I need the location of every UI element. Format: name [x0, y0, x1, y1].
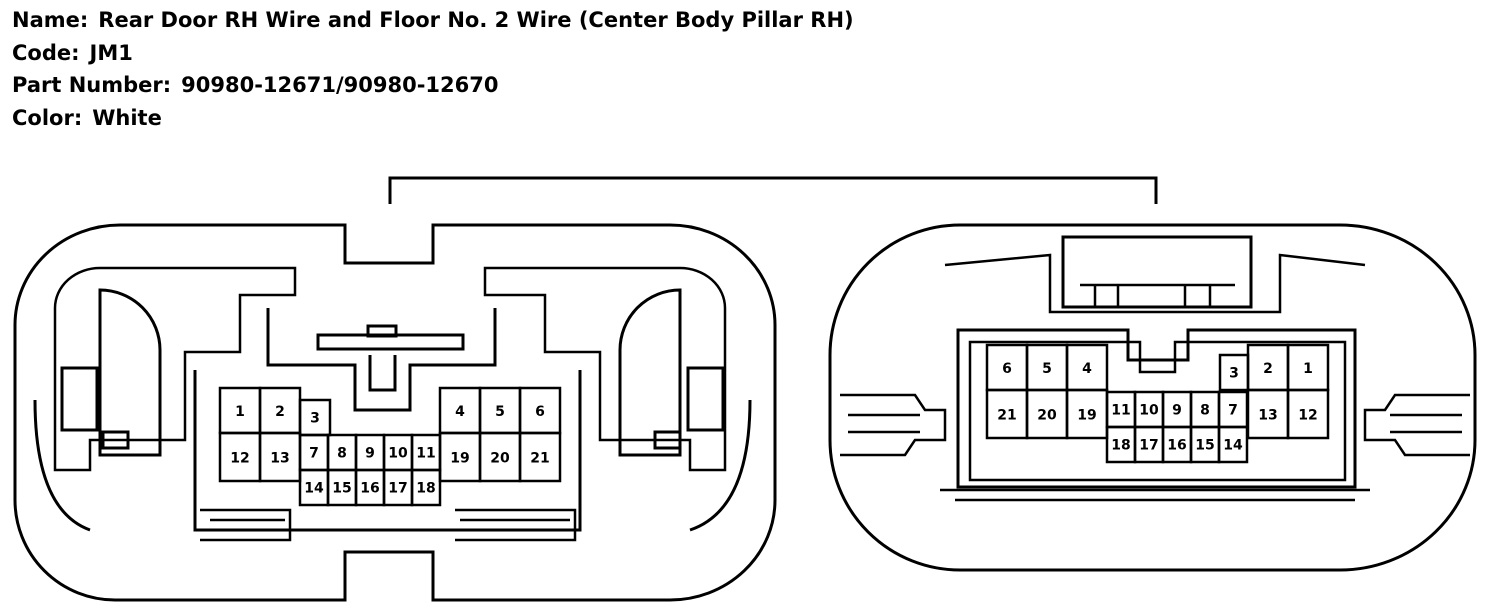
left-pin-label: 9 [365, 446, 375, 462]
right-pin-label: 8 [1200, 403, 1210, 419]
left-pin-label: 11 [416, 446, 435, 462]
mating-bracket [388, 176, 1158, 204]
right-housing-outline [828, 223, 1477, 572]
right-pin-label: 21 [997, 407, 1016, 423]
right-pin-label: 7 [1228, 403, 1238, 419]
code-value: JM1 [89, 40, 133, 65]
left-pin-label: 10 [388, 446, 408, 462]
left-pin-label: 21 [530, 450, 549, 466]
part-number-value: 90980-12671/90980-12670 [181, 73, 499, 97]
right-pin-label: 10 [1139, 403, 1159, 419]
left-pin-label: 20 [490, 450, 510, 466]
right-pin-frame [968, 340, 1347, 482]
right-pin-label: 20 [1037, 407, 1057, 423]
right-pin-label: 1 [1303, 361, 1313, 377]
left-pin-label: 18 [416, 481, 435, 497]
code-label: Code: [12, 40, 80, 65]
color-value: White [92, 105, 162, 130]
right-side-rail-left [840, 393, 947, 457]
left-side-block-left [60, 366, 99, 432]
right-pin-label: 16 [1167, 438, 1186, 454]
color-line: Color: White [12, 102, 854, 135]
left-small-tab-right [653, 430, 682, 450]
left-latch-arc-left [98, 288, 162, 457]
left-pin-cell [518, 431, 562, 483]
right-pin-label: 2 [1263, 361, 1273, 377]
left-latch-arc-right [618, 288, 682, 457]
left-small-tab-left [101, 430, 130, 450]
left-key-lock [368, 355, 397, 392]
right-inner-top [944, 253, 1366, 314]
left-pin-label: 1 [235, 404, 245, 420]
right-latch-teeth [1080, 283, 1235, 307]
right-pin-label: 12 [1298, 407, 1317, 423]
left-pin-label: 19 [450, 450, 469, 466]
left-pin-label: 5 [495, 404, 505, 420]
left-center-key [266, 308, 497, 412]
right-pin-label: 5 [1042, 361, 1052, 377]
right-pin-label: 19 [1077, 407, 1096, 423]
right-pin-label: 6 [1002, 361, 1012, 377]
left-pin-label: 13 [270, 450, 289, 466]
left-pin-label: 16 [360, 481, 379, 497]
right-pin-label: 18 [1111, 438, 1130, 454]
connector-info: Name: Rear Door RH Wire and Floor No. 2 W… [12, 4, 854, 134]
left-housing-outline [13, 223, 777, 602]
right-pin-label: 4 [1082, 361, 1092, 377]
right-pin-cell [1286, 388, 1330, 440]
left-pin-label: 7 [309, 446, 319, 462]
right-pin-cell [1217, 425, 1249, 464]
right-pin-label: 9 [1172, 403, 1182, 419]
right-latch-body [1061, 235, 1253, 309]
left-pin-label: 4 [455, 404, 465, 420]
right-pin-label: 17 [1139, 438, 1158, 454]
part-number-label: Part Number: [12, 73, 172, 97]
right-pin-label: 11 [1111, 403, 1130, 419]
right-pin-label: 13 [1258, 407, 1277, 423]
left-pin-label: 3 [310, 411, 320, 427]
left-bottom-rail [200, 508, 577, 542]
left-pin-label: 14 [304, 481, 324, 497]
left-pin-label: 17 [388, 481, 407, 497]
left-key-notch [366, 324, 398, 338]
left-pin-frame [193, 370, 582, 532]
left-pin-label: 8 [337, 446, 347, 462]
left-pin-label: 6 [535, 404, 545, 420]
left-side-block-right [686, 366, 725, 432]
right-pin-label: 15 [1195, 438, 1214, 454]
name-line: Name: Rear Door RH Wire and Floor No. 2 W… [12, 4, 854, 37]
name-label: Name: [12, 8, 89, 32]
left-inner-outline-right [483, 266, 727, 472]
left-pin-label: 15 [332, 481, 351, 497]
left-pin-cell [410, 468, 442, 507]
right-inner-cavity [956, 328, 1357, 489]
right-pin-label: 14 [1223, 438, 1243, 454]
left-pin-label: 2 [275, 404, 285, 420]
left-curve-lower-left [33, 399, 91, 532]
color-label: Color: [12, 105, 83, 130]
right-side-rail-right [1363, 393, 1470, 457]
left-curve-lower-right [689, 399, 752, 532]
part-number-line: Part Number: 90980-12671/90980-12670 [12, 69, 854, 102]
name-value: Rear Door RH Wire and Floor No. 2 Wire (… [98, 8, 854, 32]
right-side-rail-detail [848, 413, 1462, 434]
right-pin-label: 3 [1229, 366, 1239, 382]
left-pin-label: 12 [230, 450, 249, 466]
left-inner-outline [53, 266, 297, 472]
code-line: Code: JM1 [12, 37, 854, 70]
right-bottom-lines [940, 488, 1370, 502]
